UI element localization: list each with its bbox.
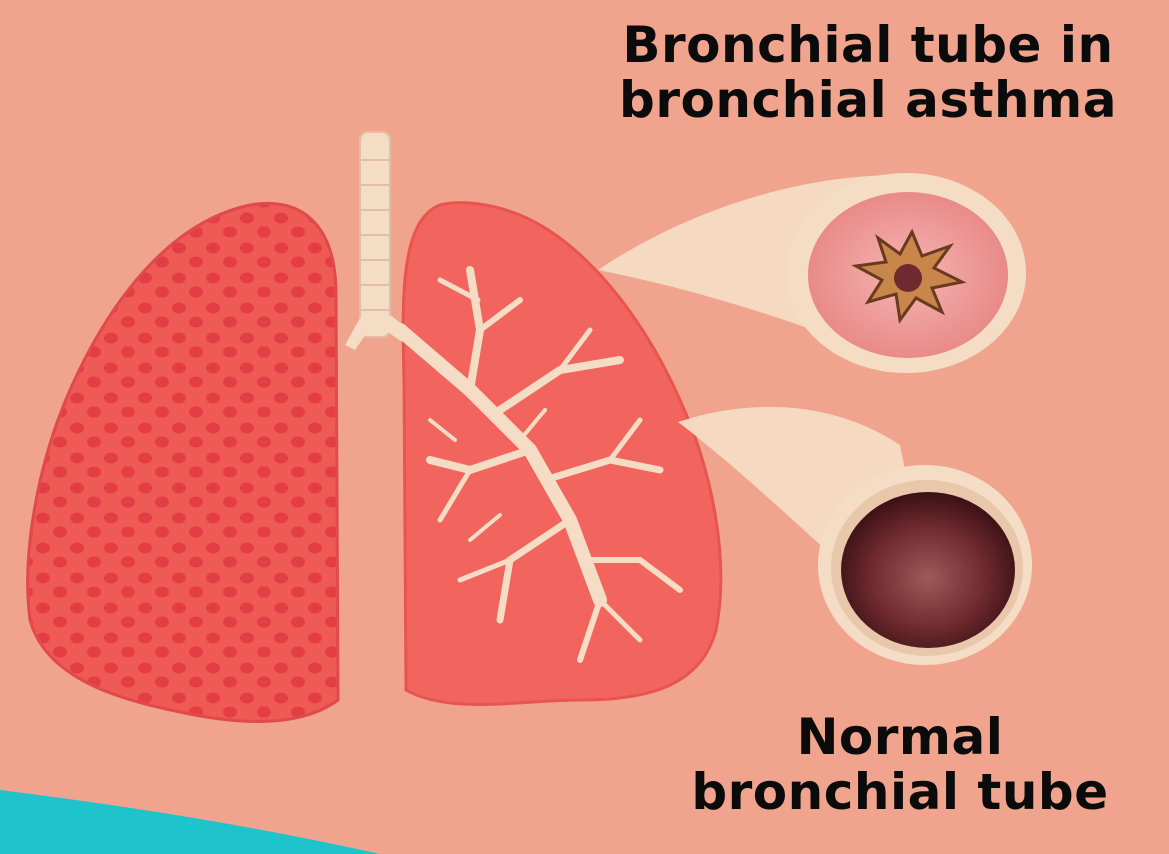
asthma-bronchus-label: Bronchial tube in bronchial asthma (588, 18, 1148, 128)
normal-label-line2: bronchial tube (650, 765, 1150, 820)
asthma-label-line1: Bronchial tube in (588, 18, 1148, 73)
asthma-bronchus (786, 173, 1026, 373)
normal-label-line1: Normal (650, 710, 1150, 765)
accent-corner-band (0, 790, 380, 854)
normal-bronchus-label: Normal bronchial tube (650, 710, 1150, 820)
left-lung (28, 203, 338, 721)
normal-bronchus (818, 465, 1032, 665)
asthma-label-line2: bronchial asthma (588, 73, 1148, 128)
